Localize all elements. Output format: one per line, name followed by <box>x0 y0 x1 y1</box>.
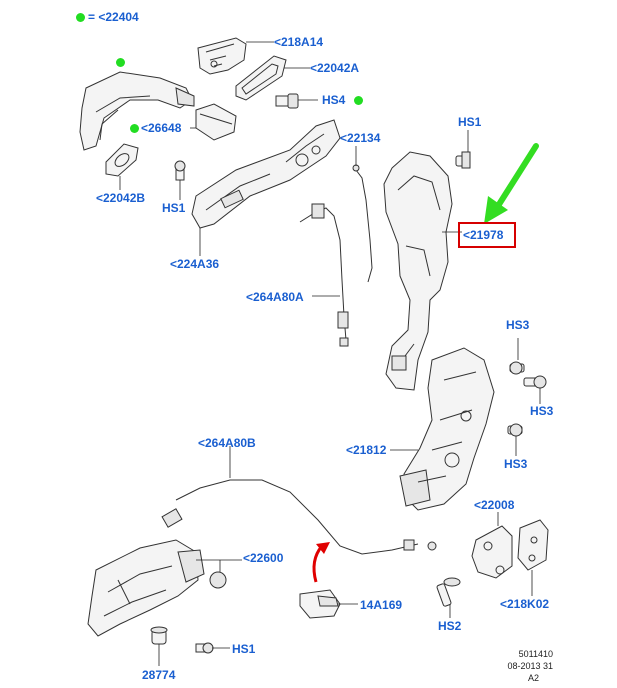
callout-28774[interactable]: 28774 <box>142 668 176 682</box>
screw-hs4-part <box>275 93 299 109</box>
bolt-hs2-part <box>436 577 461 607</box>
cable-264A80B-part <box>161 479 437 555</box>
callout-218A14[interactable]: <218A14 <box>274 35 324 49</box>
callout-21812[interactable]: <21812 <box>346 443 387 457</box>
gasket-bottom-part <box>105 143 139 177</box>
cable-264A80A-part <box>299 203 349 347</box>
legend-marker-dot <box>76 13 85 22</box>
screw-hs3-a-part <box>509 361 525 375</box>
screw-hs1-left-part <box>174 160 186 181</box>
inner-handle-part <box>87 539 227 637</box>
screw-hs3-b-part <box>523 375 547 389</box>
footer-ref-sheet: A2 <box>527 673 539 683</box>
callout-hs2[interactable]: HS2 <box>438 619 462 633</box>
footer-ref-number: 5011410 <box>518 649 553 659</box>
screw-hs3-c-part <box>507 423 523 437</box>
gasket-218K02-part <box>517 519 549 571</box>
gasket-top-part <box>235 55 287 101</box>
callout-hs3-b[interactable]: HS3 <box>530 404 554 418</box>
door-latch-part <box>399 347 495 511</box>
callout-264A80A[interactable]: <264A80A <box>246 290 304 304</box>
marker-dot-hs4 <box>354 96 363 105</box>
marker-dot-26648 <box>130 124 139 133</box>
legend-text: = <22404 <box>88 10 139 24</box>
screw-hs1-bottom-part <box>195 642 214 654</box>
striker-22008-part <box>471 525 513 579</box>
callout-22042B[interactable]: <22042B <box>96 191 146 205</box>
outer-handle-part <box>79 71 195 151</box>
handle-cover-part <box>197 37 247 75</box>
red-arrow <box>312 542 330 583</box>
callout-22008[interactable]: <22008 <box>474 498 515 512</box>
callout-hs3-a[interactable]: HS3 <box>506 318 530 332</box>
callout-hs4[interactable]: HS4 <box>322 93 346 107</box>
marker-dot-handle <box>116 58 125 67</box>
callout-224A36[interactable]: <224A36 <box>170 257 220 271</box>
callout-264A80B[interactable]: <264A80B <box>198 436 256 450</box>
callout-hs3-c[interactable]: HS3 <box>504 457 528 471</box>
callout-22042A[interactable]: <22042A <box>310 61 360 75</box>
footer-ref-date: 08-2013 31 <box>507 661 553 671</box>
highlight-box-21978 <box>458 222 516 248</box>
screw-hs1-top-part <box>455 151 471 169</box>
green-arrow <box>484 143 539 224</box>
rod-22134-part <box>352 164 373 283</box>
callout-26648[interactable]: <26648 <box>141 121 182 135</box>
callout-14A169[interactable]: 14A169 <box>360 598 403 612</box>
callout-22600[interactable]: <22600 <box>243 551 284 565</box>
callout-22134[interactable]: <22134 <box>340 131 381 145</box>
handle-bracket-part <box>191 119 341 229</box>
callout-hs1-top[interactable]: HS1 <box>458 115 482 129</box>
seal-block-part <box>195 103 237 141</box>
callout-21978[interactable]: <21978 <box>463 228 504 242</box>
cap-14A169-part <box>299 589 341 619</box>
latch-cover-21978-part <box>383 151 453 391</box>
callout-hs1-left[interactable]: HS1 <box>162 201 186 215</box>
callout-hs1-bottom[interactable]: HS1 <box>232 642 256 656</box>
bumper-28774-part <box>150 626 168 645</box>
callout-218K02[interactable]: <218K02 <box>500 597 550 611</box>
